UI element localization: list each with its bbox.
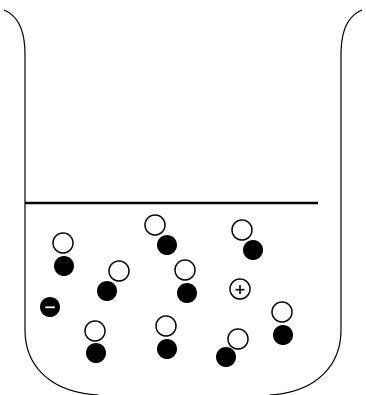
molecule [232,220,263,260]
molecule [53,233,74,276]
cation: + [230,279,250,299]
light-atom [85,321,105,341]
dark-atom [273,325,293,345]
molecule [216,329,248,367]
anion: − [40,297,60,317]
molecule [156,316,177,359]
molecule [145,215,177,255]
dark-atom [177,283,197,303]
cation-symbol: + [234,282,246,298]
dark-atom [157,339,177,359]
light-atom [109,261,129,281]
light-atom [175,260,195,280]
dark-atom [54,256,74,276]
light-atom [272,302,292,322]
light-atom [228,329,248,349]
dark-atom [97,281,117,301]
molecule [175,260,197,303]
dark-atom [216,347,236,367]
molecule-group [53,215,293,367]
molecule [272,302,293,345]
dark-atom [86,343,106,363]
molecule [97,261,129,301]
molecule [85,321,106,363]
light-atom [53,233,73,253]
anion-symbol: − [44,298,57,316]
dark-atom [157,235,177,255]
dark-atom [243,240,263,260]
light-atom [145,215,165,235]
light-atom [232,220,252,240]
light-atom [156,316,176,336]
